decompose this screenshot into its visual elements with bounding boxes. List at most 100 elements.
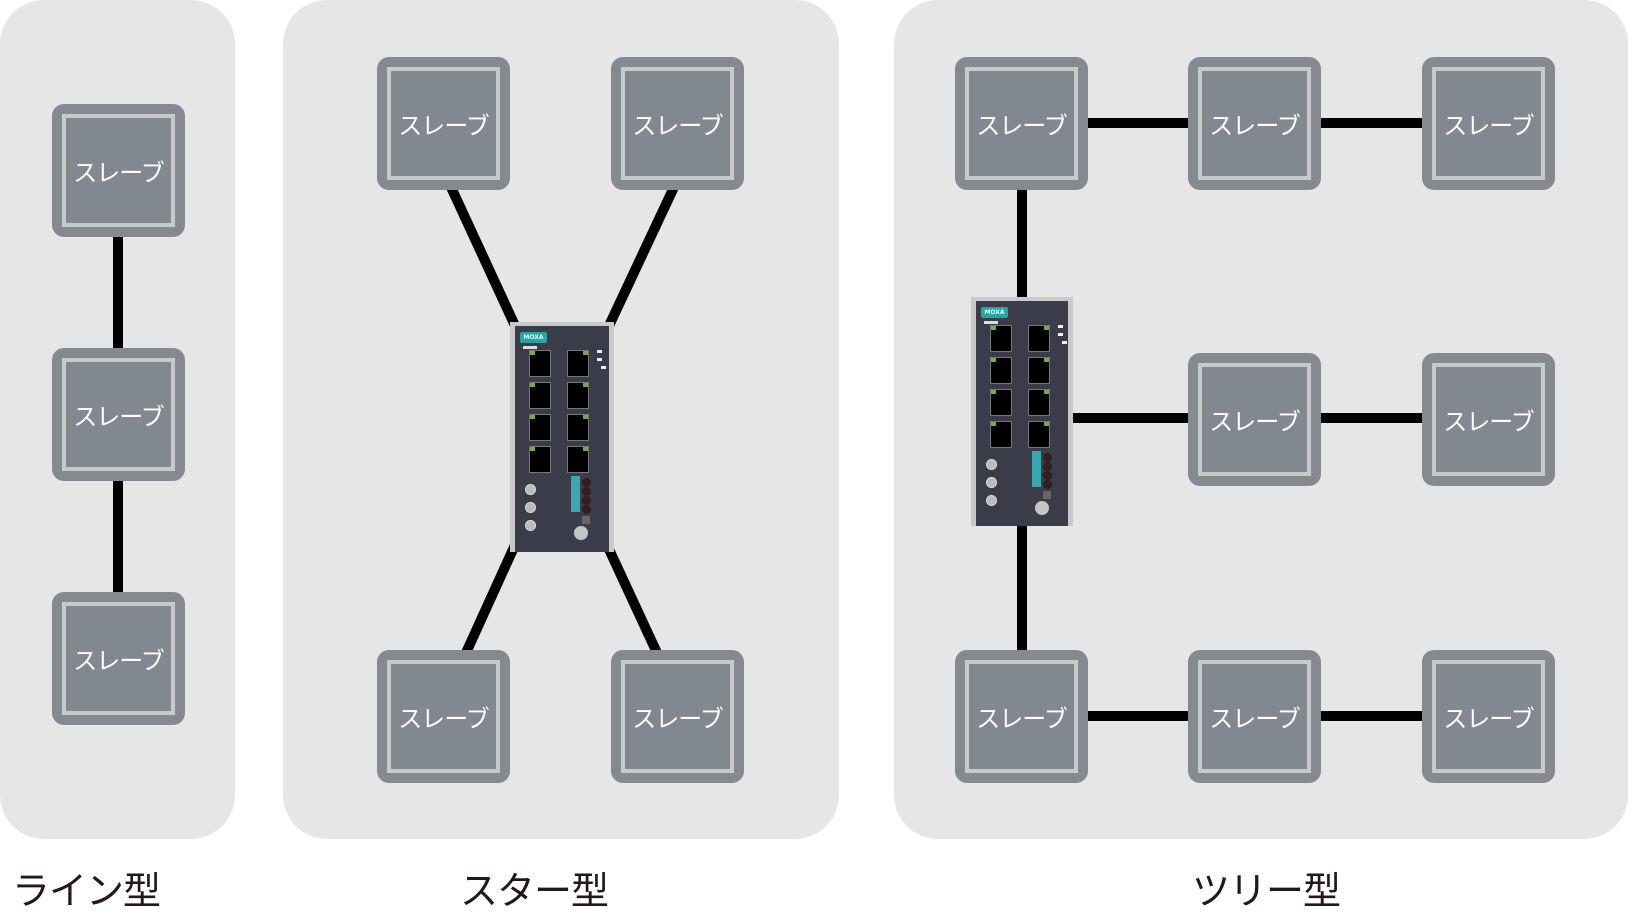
port-led: [1044, 358, 1049, 362]
wire-star-hub-3: [460, 542, 520, 658]
ethernet-port-icon: [1028, 357, 1050, 384]
port-led: [1044, 390, 1049, 394]
port-led: [991, 358, 996, 362]
port-led: [530, 351, 535, 355]
reset-slot: [1043, 491, 1051, 499]
ethernet-port-icon: [529, 414, 551, 441]
port-led: [583, 383, 588, 387]
status-led: [1062, 341, 1067, 344]
status-led: [597, 358, 602, 361]
tree-slave-node: スレーブ: [1188, 57, 1321, 190]
wire-star-hub-4: [602, 542, 663, 658]
port-led: [583, 351, 588, 355]
wire-tree-1-hub: [1017, 189, 1027, 299]
port-led: [991, 422, 996, 426]
terminal-hole: [582, 478, 591, 487]
node-label: スレーブ: [398, 112, 490, 140]
wire-star-hub-2: [602, 182, 680, 333]
terminal-hole: [1043, 471, 1052, 480]
brand-logo: MOXA: [981, 307, 1008, 318]
wire-star-hub-1: [445, 182, 522, 333]
status-led: [597, 350, 602, 353]
brand-logo: MOXA: [520, 332, 547, 343]
rotary-switch-icon: [986, 459, 997, 470]
terminal-block: [1032, 451, 1041, 487]
line-slave-node: スレーブ: [52, 348, 185, 481]
tree-slave-node: スレーブ: [1422, 650, 1555, 783]
tree-slave-node: スレーブ: [955, 57, 1088, 190]
ethernet-port-icon: [990, 325, 1012, 352]
ethernet-port-icon: [567, 446, 589, 473]
ethernet-port-icon: [1028, 389, 1050, 416]
node-label: スレーブ: [1209, 112, 1301, 140]
ethernet-port-icon: [990, 357, 1012, 384]
port-led: [1044, 422, 1049, 426]
rotary-switch-icon: [525, 484, 536, 495]
node-label: スレーブ: [632, 112, 724, 140]
node-label: スレーブ: [398, 705, 490, 733]
wire-tree-1-2: [1088, 118, 1189, 128]
tree-slave-node: スレーブ: [1188, 353, 1321, 486]
wire-tree-hub-4: [1073, 413, 1189, 423]
port-led: [530, 383, 535, 387]
line-slave-node: スレーブ: [52, 592, 185, 725]
ethernet-port-icon: [990, 421, 1012, 448]
wire-tree-6-7: [1088, 711, 1189, 721]
node-label: スレーブ: [73, 159, 165, 187]
star-slave-node: スレーブ: [377, 650, 510, 783]
ethernet-port-icon: [990, 389, 1012, 416]
node-label: スレーブ: [976, 112, 1068, 140]
switch-body: MOXA: [976, 301, 1068, 526]
model-label: [523, 346, 537, 349]
terminal-block: [571, 476, 580, 512]
rotary-switch-icon: [525, 502, 536, 513]
ethernet-port-icon: [529, 382, 551, 409]
port-led: [530, 447, 535, 451]
port-led: [1044, 326, 1049, 330]
node-label: スレーブ: [1443, 705, 1535, 733]
terminal-hole: [582, 496, 591, 505]
node-label: スレーブ: [73, 647, 165, 675]
reset-slot: [582, 516, 590, 524]
star-ethernet-switch: MOXA: [510, 322, 614, 552]
wire-tree-hub-6: [1017, 524, 1027, 651]
node-label: スレーブ: [73, 403, 165, 431]
status-led: [601, 366, 606, 369]
reset-button: [1035, 501, 1049, 515]
wire-tree-4-5: [1321, 413, 1422, 423]
node-label: スレーブ: [632, 705, 724, 733]
status-led: [1058, 325, 1063, 328]
star-slave-node: スレーブ: [611, 650, 744, 783]
rotary-switch-icon: [525, 520, 536, 531]
tree-slave-node: スレーブ: [955, 650, 1088, 783]
caption-star-topology: スター型: [460, 869, 609, 913]
terminal-hole: [582, 505, 591, 514]
ethernet-port-icon: [1028, 325, 1050, 352]
ethernet-port-icon: [1028, 421, 1050, 448]
ethernet-port-icon: [529, 350, 551, 377]
line-slave-node: スレーブ: [52, 104, 185, 237]
terminal-hole: [1043, 462, 1052, 471]
wire-tree-7-8: [1321, 711, 1422, 721]
reset-button: [574, 526, 588, 540]
port-led: [530, 415, 535, 419]
port-led: [991, 326, 996, 330]
port-led: [583, 415, 588, 419]
tree-slave-node: スレーブ: [1188, 650, 1321, 783]
ethernet-port-icon: [567, 414, 589, 441]
node-label: スレーブ: [976, 705, 1068, 733]
caption-tree-topology: ツリー型: [1192, 869, 1341, 913]
star-slave-node: スレーブ: [611, 57, 744, 190]
node-label: スレーブ: [1209, 705, 1301, 733]
terminal-hole: [582, 487, 591, 496]
wire-line-2-3: [113, 480, 123, 594]
terminal-hole: [1043, 480, 1052, 489]
ethernet-port-icon: [529, 446, 551, 473]
wire-line-1-2: [113, 236, 123, 350]
node-label: スレーブ: [1443, 408, 1535, 436]
tree-slave-node: スレーブ: [1422, 353, 1555, 486]
node-label: スレーブ: [1443, 112, 1535, 140]
ethernet-port-icon: [567, 382, 589, 409]
status-led: [1058, 333, 1063, 336]
